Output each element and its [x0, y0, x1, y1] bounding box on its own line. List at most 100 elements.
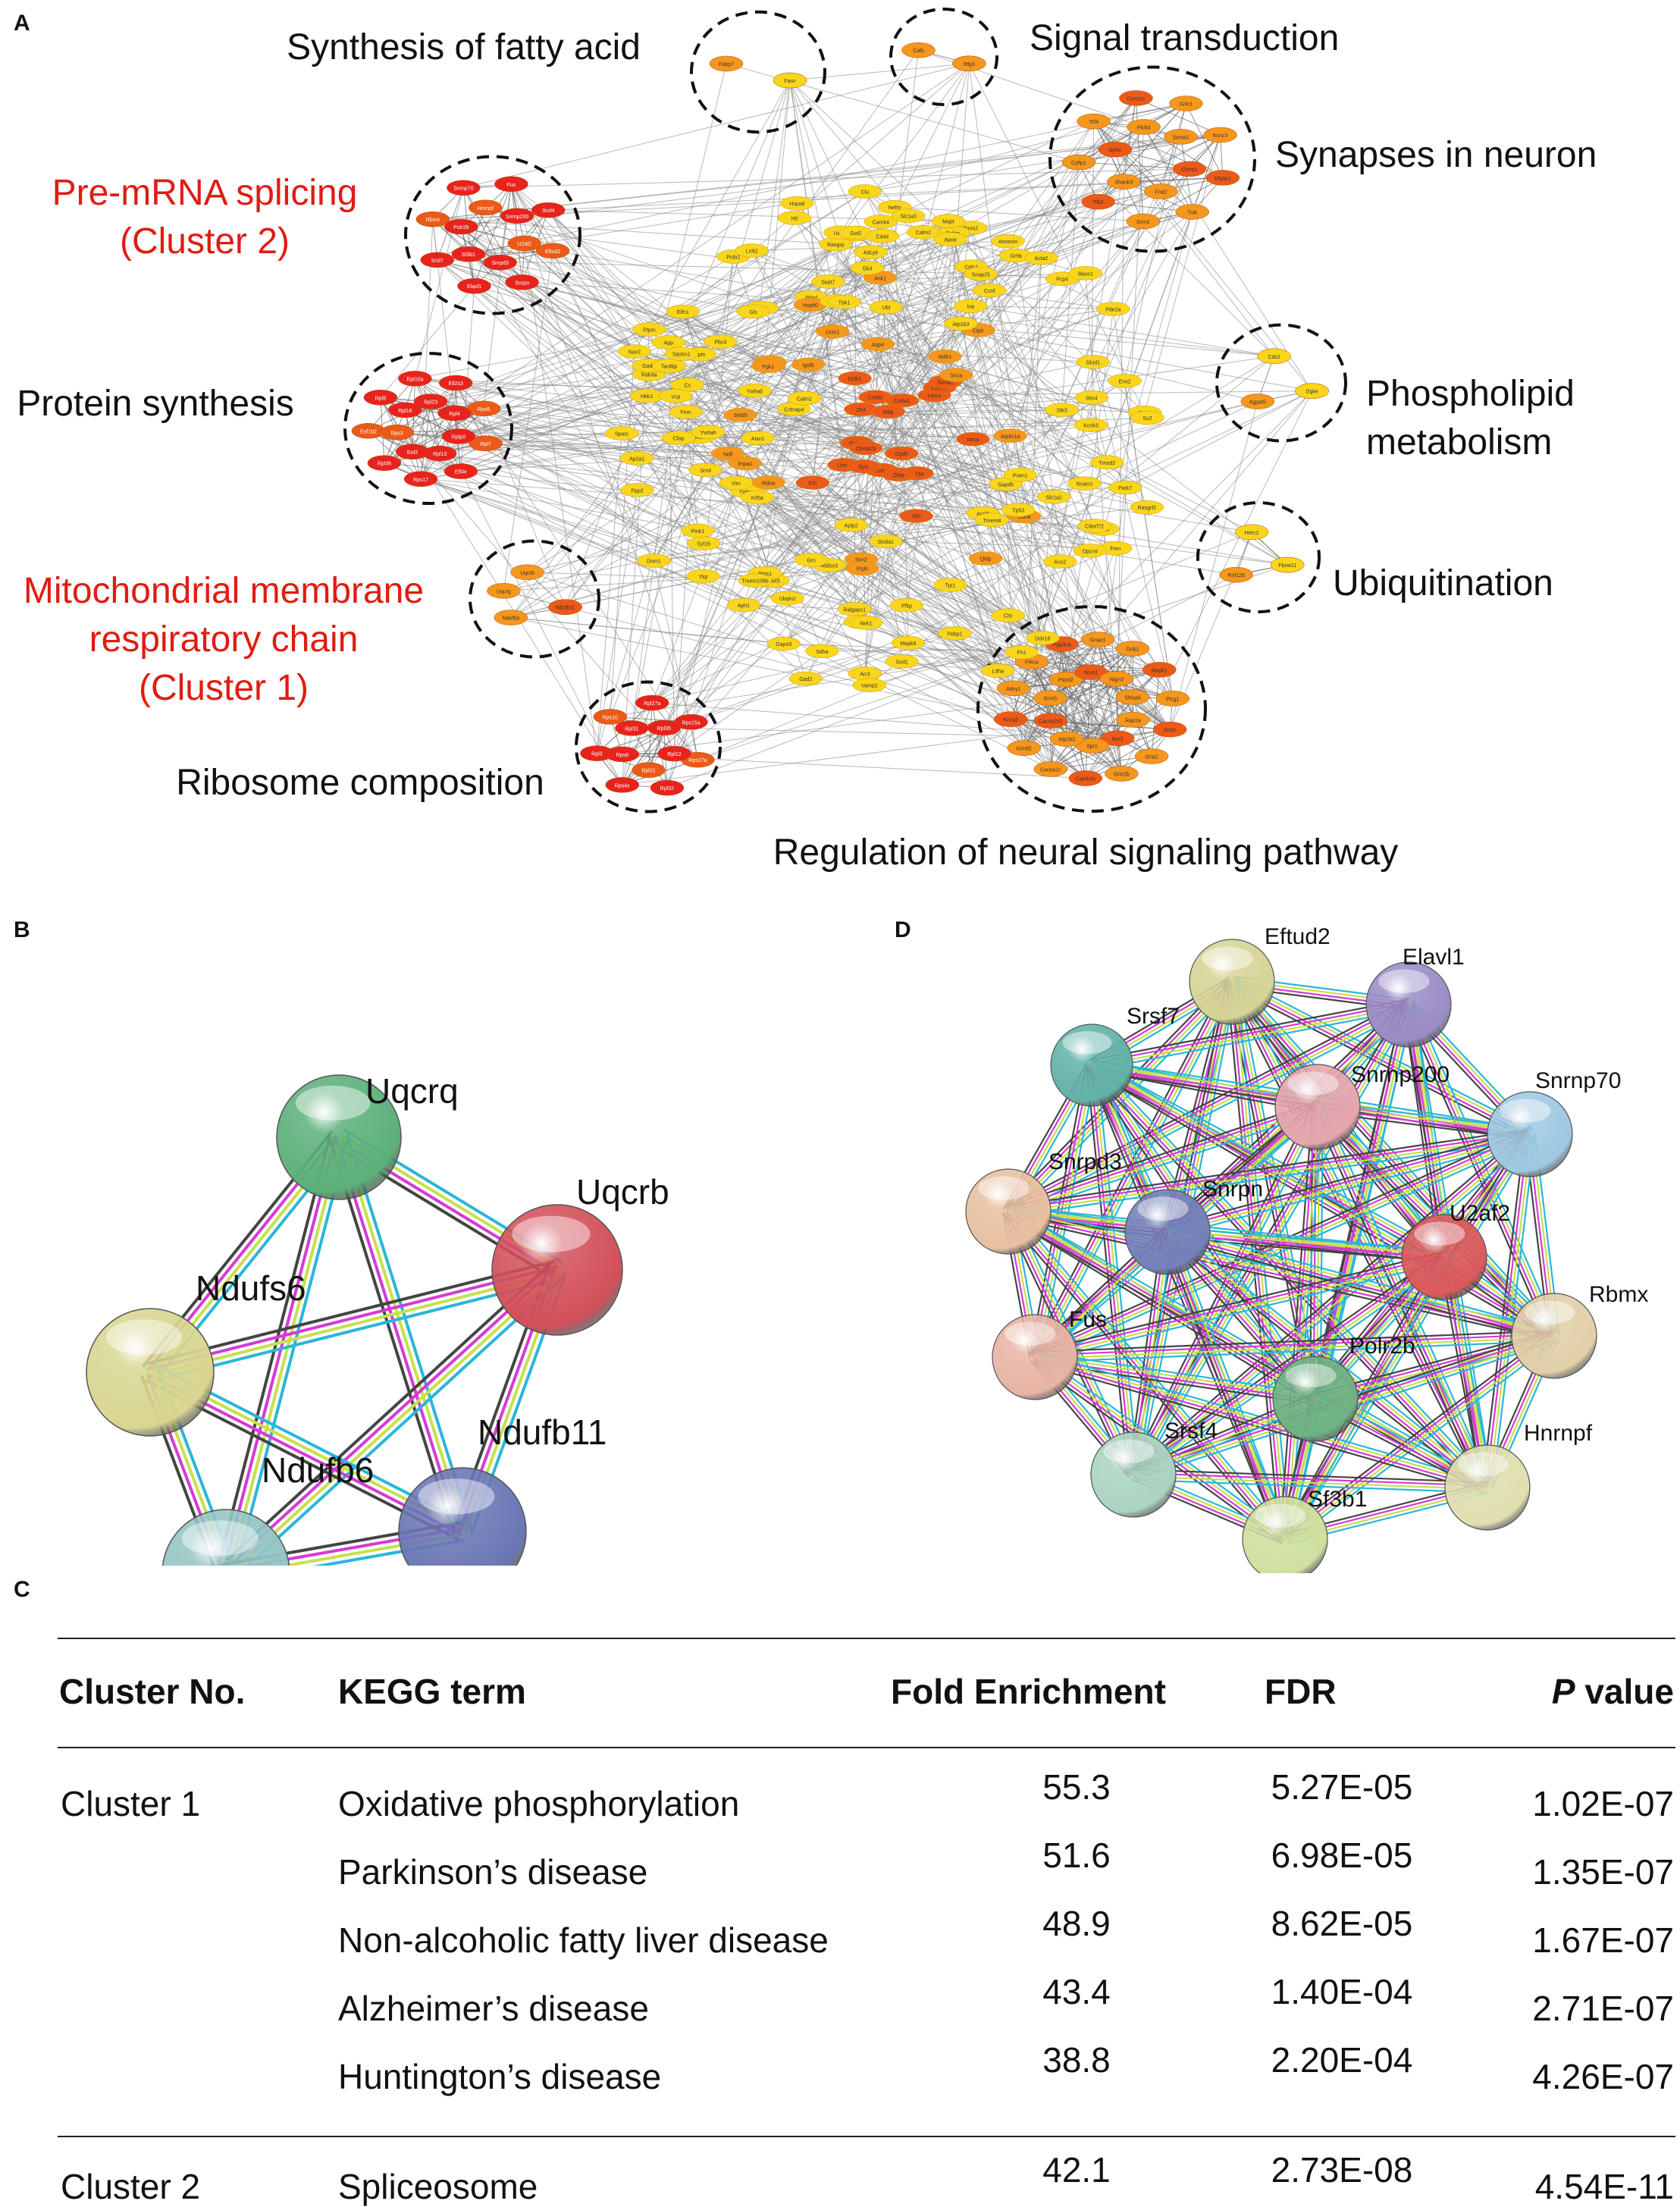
network-a-node-label: Tmem8 — [983, 519, 1001, 524]
network-a-node-label: Shisa6 — [1124, 695, 1141, 701]
protein-label: Hnrnpf — [1524, 1421, 1593, 1446]
header-cluster-no: Cluster No. — [59, 1671, 245, 1712]
network-a-node: Syt16 — [687, 537, 720, 550]
network-a-node-label: Rpl10a — [406, 377, 423, 382]
protein-label: U2af2 — [1450, 1201, 1510, 1226]
cluster-label-phospho: metabolism — [1366, 422, 1552, 462]
network-a-node: Elfn1 — [666, 305, 700, 318]
network-a-node: Sv2 — [1130, 411, 1164, 425]
network-a-node-label: Plcg1 — [1166, 697, 1180, 702]
network-a-node-label: Rap1a — [1125, 718, 1141, 723]
network-a-node: Ap2a1 — [620, 451, 654, 465]
cell-kegg-term: Oxidative phosphorylation — [338, 1783, 739, 1824]
network-a-node: Tpi1 — [933, 578, 967, 592]
network-a-node: Camk2a — [1069, 771, 1102, 786]
network-a-node-label: Atp6v1a — [1001, 434, 1020, 440]
network-a-node: Ina — [954, 299, 987, 313]
network-a-node-label: Aco2 — [1054, 560, 1066, 565]
network-a-node-label: Syt1 — [858, 465, 869, 470]
network-a-node-label: Ryr2 — [1112, 737, 1124, 742]
cell-fdr: 5.27E-05 — [1271, 1767, 1413, 1807]
network-a-node: Kcnk3 — [1074, 419, 1108, 432]
network-a-node: Fnd2 — [1144, 184, 1177, 199]
protein-label: Snrnp70 — [1535, 1068, 1621, 1093]
network-a-node-label: Pebp1 — [947, 632, 962, 637]
network-a-node: Snrnp70 — [447, 180, 480, 196]
network-a-node-label: Itpr1 — [1087, 744, 1098, 749]
network-a-node-label: Ykp — [698, 575, 707, 580]
network-a-node-label: Rpl7 — [480, 442, 491, 447]
network-a-node: Rasgrf2 — [1130, 500, 1164, 514]
network-a-node: Ralgaps1 — [838, 602, 871, 616]
network-a-node-label: Tardbp — [661, 365, 678, 370]
network-a-node-label: Glul — [863, 266, 873, 271]
cell-fdr: 2.73E-08 — [1271, 2149, 1413, 2190]
cell-p-value: 4.26E-07 — [1532, 2056, 1674, 2097]
network-a-node-label: Fnd2 — [1155, 190, 1167, 196]
network-a-node-label: Dctn1 — [826, 330, 839, 335]
network-a-node-label: Fbxw11 — [1278, 563, 1296, 569]
network-a-node: Rps3 — [381, 425, 414, 440]
network-a-node-label: Eftud2 — [545, 249, 560, 255]
network-a-edge — [667, 652, 1022, 788]
network-a-node-label: Grin2b — [1114, 772, 1130, 777]
network-a-node-label: Sept7 — [821, 280, 835, 285]
network-a-node-label: Nrxn1 — [1084, 671, 1099, 676]
network-a-node: Hspa8 — [780, 196, 813, 210]
network-a-node-label: Snrpn — [515, 281, 529, 286]
network-a-node-label: Gap43 — [776, 642, 791, 647]
network-a-node-label: Plk2 — [1093, 200, 1104, 205]
network-a-node-label: Kcnd2 — [1017, 747, 1032, 752]
network-a-node-label: Shank3 — [1114, 180, 1133, 186]
network-a-node: Chrm1 — [1173, 161, 1206, 177]
network-a-node-label: Ccnf — [984, 289, 995, 294]
network-a-node-label: Rpl23 — [424, 400, 437, 406]
network-a-node-label: Rpl31 — [625, 726, 638, 732]
network-a-node: Rpl4 — [438, 406, 472, 421]
network-a-node-label: Mdh1 — [939, 355, 952, 360]
network-a-node-label: Rps27a — [688, 758, 707, 763]
network-a-node: Kif5a — [741, 491, 774, 504]
network-a-node-label: Dclk1 — [848, 377, 862, 382]
network-a-node: Tp53 — [1001, 503, 1035, 517]
network-a-node-label: Rps15a — [682, 720, 700, 726]
network-a-edge — [790, 64, 969, 80]
network-a-node-label: Snrpd3 — [491, 261, 509, 266]
network-a-node: Clu — [848, 184, 882, 198]
network-a-node: Park7 — [1108, 481, 1142, 494]
cell-kegg-term: Non-alcoholic fatty liver disease — [338, 1920, 829, 1961]
network-a-node: Rpl23 — [414, 394, 447, 409]
network-a-node: Slc8a1 — [869, 535, 902, 548]
network-a-node: Gap43 — [767, 637, 801, 651]
network-a-node: Igsf8 — [791, 358, 825, 371]
network-a-node: Eif4e — [444, 464, 478, 479]
network-a-node: Ogdh — [885, 447, 918, 460]
cell-kegg-term: Spliceosome — [338, 2166, 538, 2207]
network-a-node-label: Mbp — [883, 410, 894, 415]
network-a-node-label: Pdzd2 — [1058, 678, 1074, 683]
network-a-node-label: Chmp2b — [856, 447, 876, 452]
network-a-node: U2af2 — [508, 236, 541, 251]
network-a-node: Shank3 — [1107, 174, 1140, 190]
network-a-node: Tmem8 — [975, 513, 1008, 527]
network-a-node-label: Chrm1 — [1182, 168, 1198, 173]
cell-fdr: 1.40E-04 — [1271, 1971, 1413, 2012]
network-a-node-label: Tpi1 — [945, 584, 956, 589]
cell-fdr: 6.98E-05 — [1271, 1835, 1413, 1876]
network-a-node-label: Sod1 — [895, 660, 907, 665]
cluster-circle — [691, 12, 825, 132]
network-a-node: Srsf7 — [421, 252, 454, 268]
protein-label: Snrnp200 — [1351, 1062, 1450, 1087]
header-p-value: P value — [1552, 1671, 1674, 1712]
network-a-node: Aqp4 — [861, 337, 895, 351]
header-fdr: FDR — [1265, 1671, 1337, 1712]
network-a-node-label: Atp1b3 — [952, 322, 969, 328]
network-a-node: Htt — [778, 211, 811, 224]
network-a-node: Rpl31 — [615, 720, 648, 735]
network-a-node-label: Cltc — [1004, 614, 1014, 619]
network-a-node: Nlgn3 — [1100, 671, 1133, 686]
network-a-node-label: Lrrk2 — [746, 249, 758, 255]
network-a-edge — [674, 651, 822, 754]
network-a-node: Snap25 — [964, 267, 998, 281]
network-a-node-label: Qldp — [980, 557, 992, 563]
